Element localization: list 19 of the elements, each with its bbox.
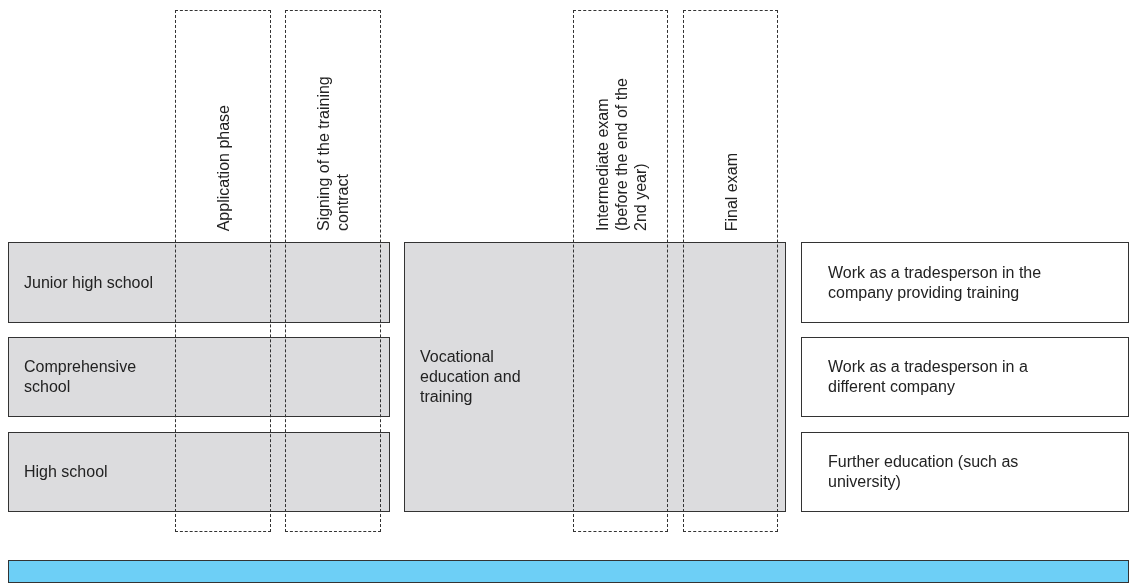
phase-label: Signing of the training contract: [314, 75, 352, 231]
stage-box: [8, 242, 390, 323]
box-label: Work as a tradesperson in the company providing training: [828, 262, 1043, 303]
banner-bar: [8, 560, 1129, 583]
stage-box: [8, 337, 390, 417]
box-label: Comprehensive school: [24, 357, 138, 397]
outcome-box: [801, 432, 1129, 512]
box-label: Further education (such as university): [828, 452, 1020, 492]
box-label: Junior high school: [24, 272, 154, 293]
phase-label: Final exam: [721, 152, 740, 231]
outcome-box: [801, 337, 1129, 417]
box-label: Vocational education and training: [420, 347, 522, 407]
stage-box: [8, 432, 390, 512]
box-label: High school: [24, 462, 109, 482]
outcome-box: [801, 242, 1129, 323]
phase-label: Intermediate exam (before the end of the 2nd year): [592, 77, 649, 231]
box-label: Work as a tradesperson in a different company: [828, 357, 1029, 397]
stage-box: [404, 242, 786, 512]
phase-label: Application phase: [213, 104, 233, 231]
